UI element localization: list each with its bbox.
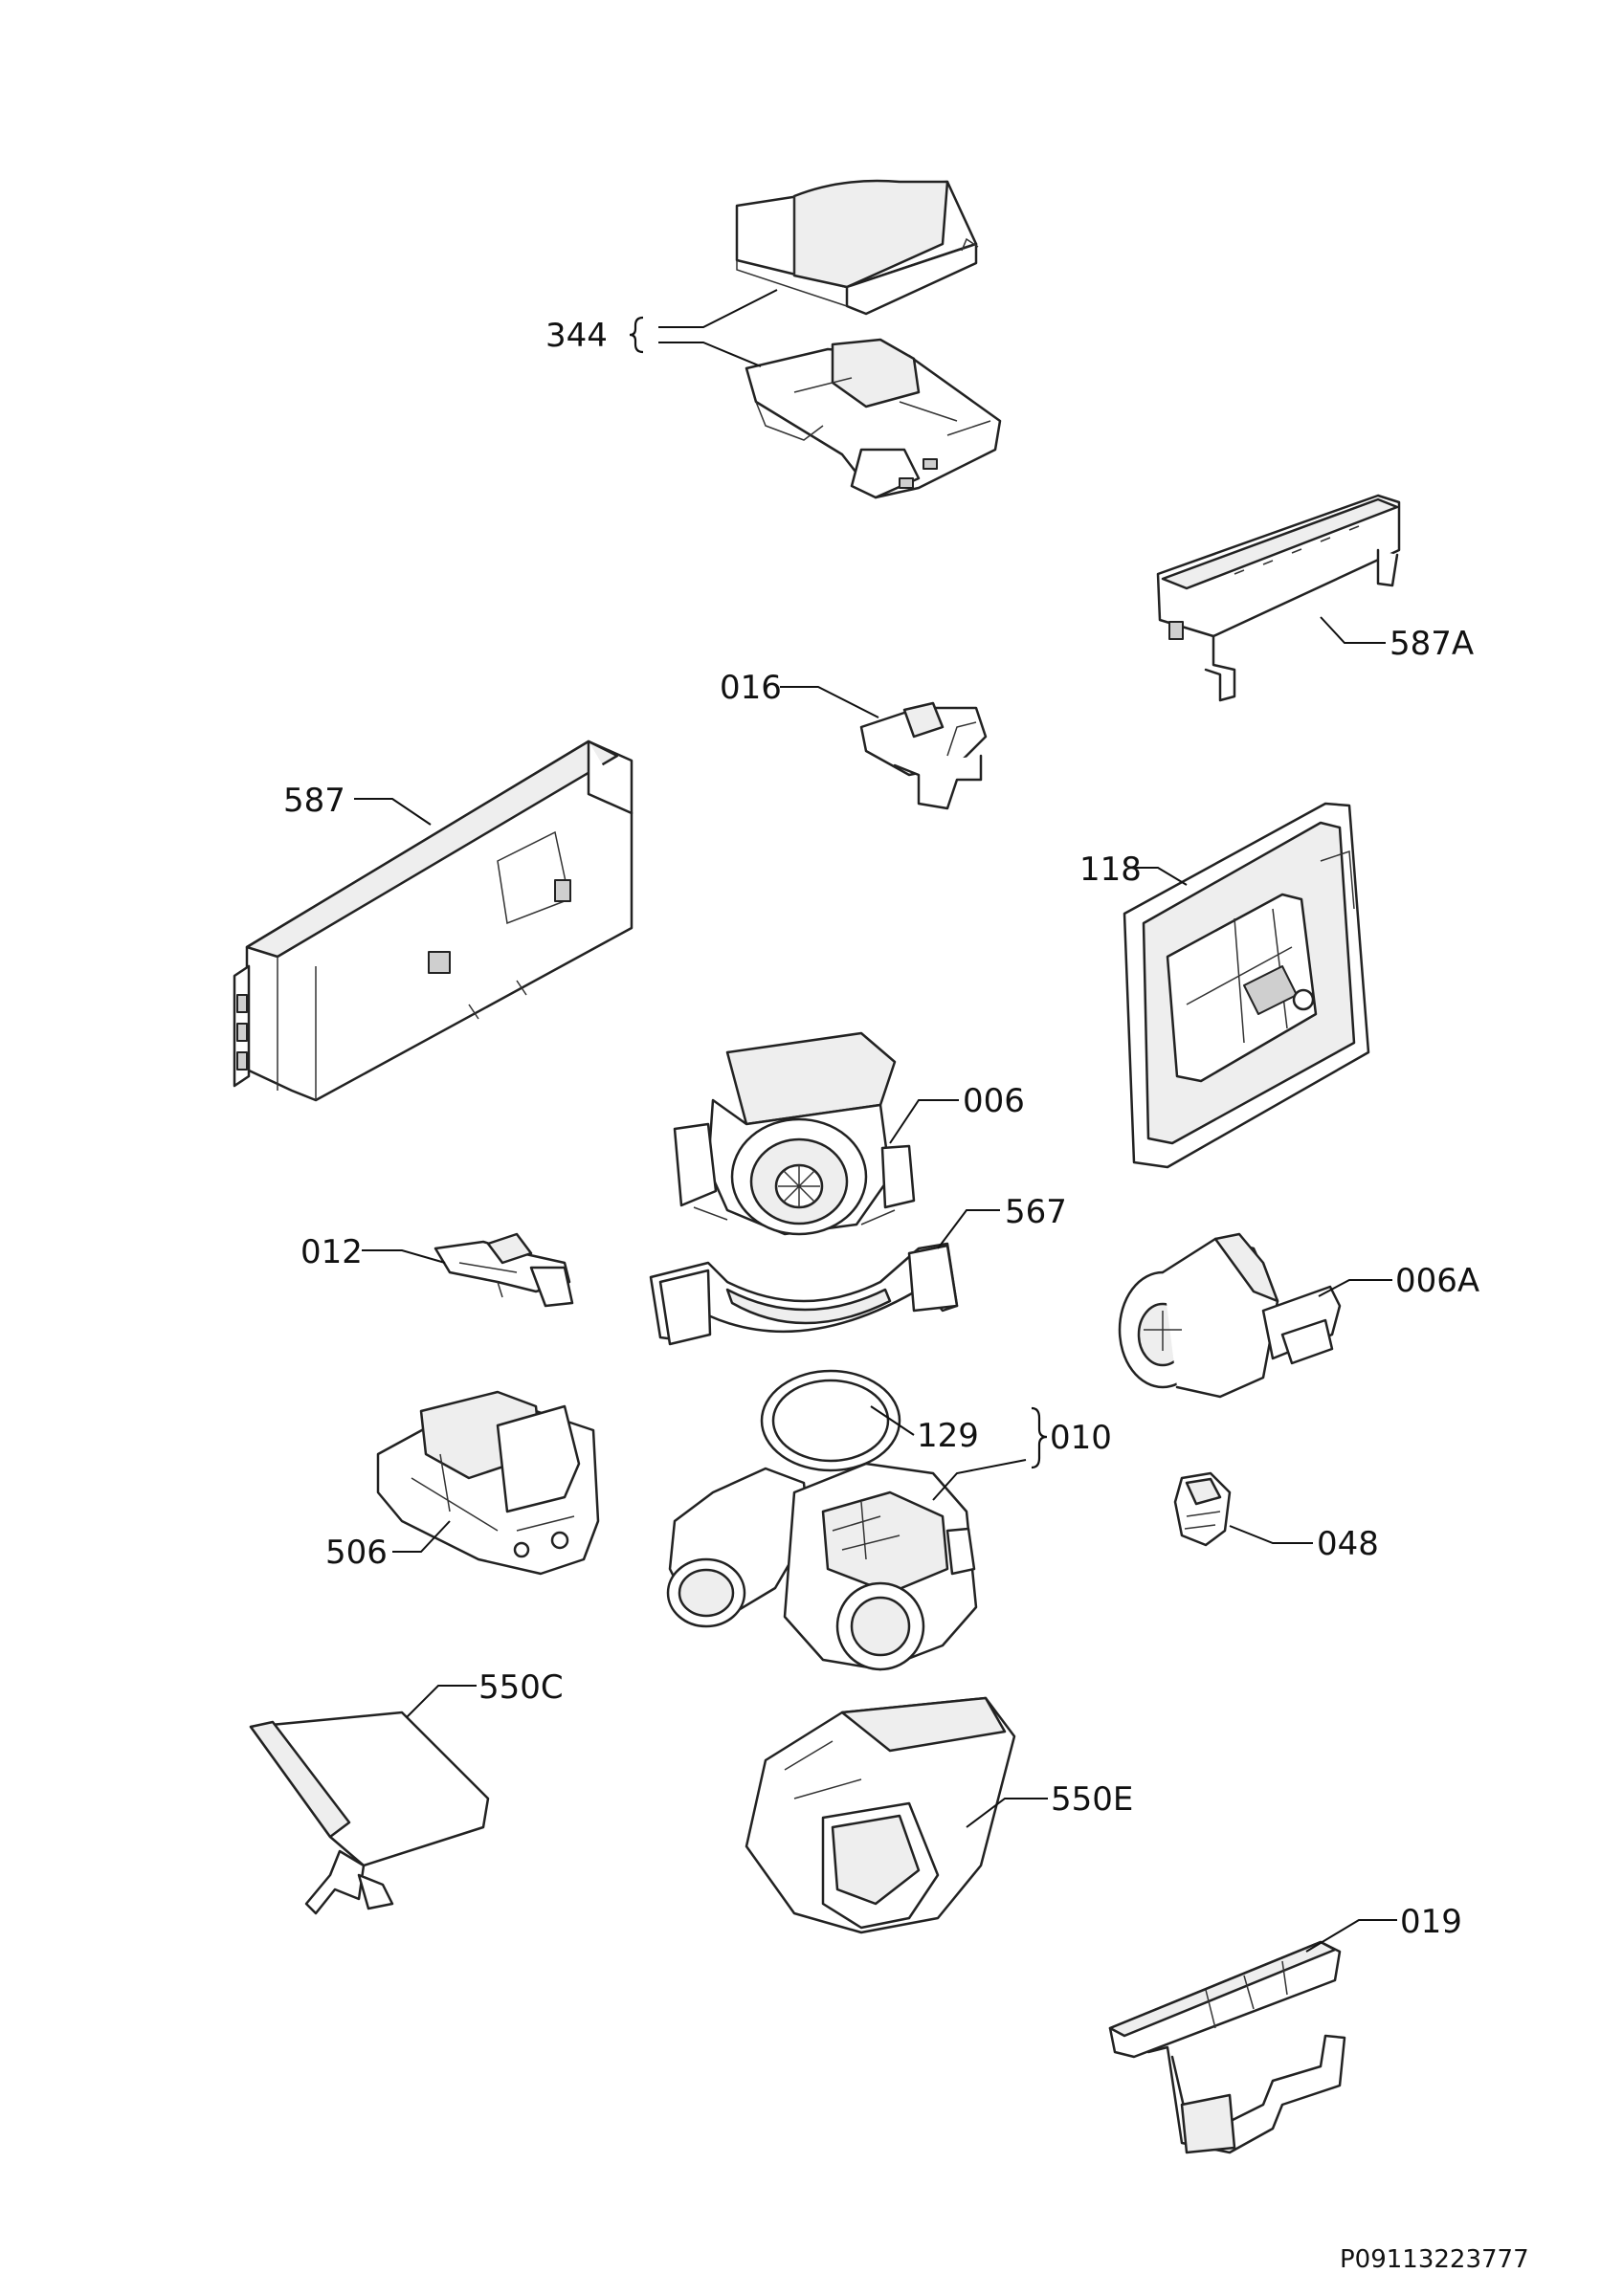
leader-006 — [889, 1099, 959, 1144]
leader-006A — [1318, 1279, 1392, 1297]
part-016-illustration — [859, 701, 988, 810]
part-587A-illustration — [1156, 494, 1401, 702]
part-506-illustration — [376, 1390, 600, 1576]
part-012-illustration — [434, 1232, 574, 1308]
brace-344 — [629, 316, 644, 354]
leader-550C — [406, 1685, 477, 1718]
document-id: P09113223777 — [1340, 2245, 1529, 2274]
leader-lines — [354, 289, 1397, 1953]
label-567: 567 — [1005, 1193, 1067, 1231]
leader-587A — [1320, 616, 1386, 644]
part-006A-illustration — [1118, 1232, 1342, 1399]
leader-587 — [354, 798, 432, 826]
label-550C: 550C — [478, 1668, 564, 1707]
label-587: 587 — [283, 782, 345, 820]
leader-016 — [780, 686, 879, 718]
part-567-illustration — [649, 1242, 959, 1346]
part-019-illustration — [1108, 1940, 1346, 2154]
leader-506 — [392, 1520, 451, 1553]
part-344-illustration — [735, 179, 1002, 499]
leader-344-lower — [658, 342, 762, 367]
part-587-illustration — [233, 740, 634, 1102]
leader-010 — [932, 1459, 1027, 1501]
part-labels: 344 587A 016 587 118 006 567 012 006A 12… — [283, 317, 1479, 1941]
label-587A: 587A — [1390, 625, 1474, 663]
label-012: 012 — [300, 1233, 363, 1271]
part-006-illustration — [673, 1031, 916, 1236]
leader-118 — [1131, 867, 1188, 886]
part-010-illustration — [666, 1462, 978, 1671]
label-006: 006 — [963, 1082, 1025, 1120]
part-550C-illustration — [249, 1711, 490, 1915]
part-048-illustration — [1173, 1471, 1232, 1547]
leader-567 — [937, 1209, 1000, 1249]
label-019: 019 — [1400, 1903, 1462, 1941]
label-006A: 006A — [1395, 1262, 1479, 1300]
part-118-illustration — [1123, 802, 1370, 1169]
part-129-illustration — [760, 1369, 901, 1472]
label-048: 048 — [1317, 1525, 1379, 1563]
label-129: 129 — [917, 1417, 979, 1455]
label-010: 010 — [1050, 1419, 1112, 1457]
label-506: 506 — [325, 1534, 388, 1572]
label-344: 344 — [545, 317, 608, 355]
label-016: 016 — [720, 669, 782, 707]
label-550E: 550E — [1051, 1780, 1133, 1819]
part-550E-illustration — [745, 1696, 1016, 1934]
leader-012 — [362, 1249, 446, 1264]
brace-010 — [1031, 1406, 1048, 1469]
leader-048 — [1229, 1525, 1313, 1544]
label-118: 118 — [1079, 850, 1142, 889]
leader-344-upper — [658, 289, 778, 328]
leader-550E — [966, 1798, 1048, 1828]
leader-129 — [870, 1405, 915, 1436]
leader-019 — [1305, 1919, 1397, 1953]
